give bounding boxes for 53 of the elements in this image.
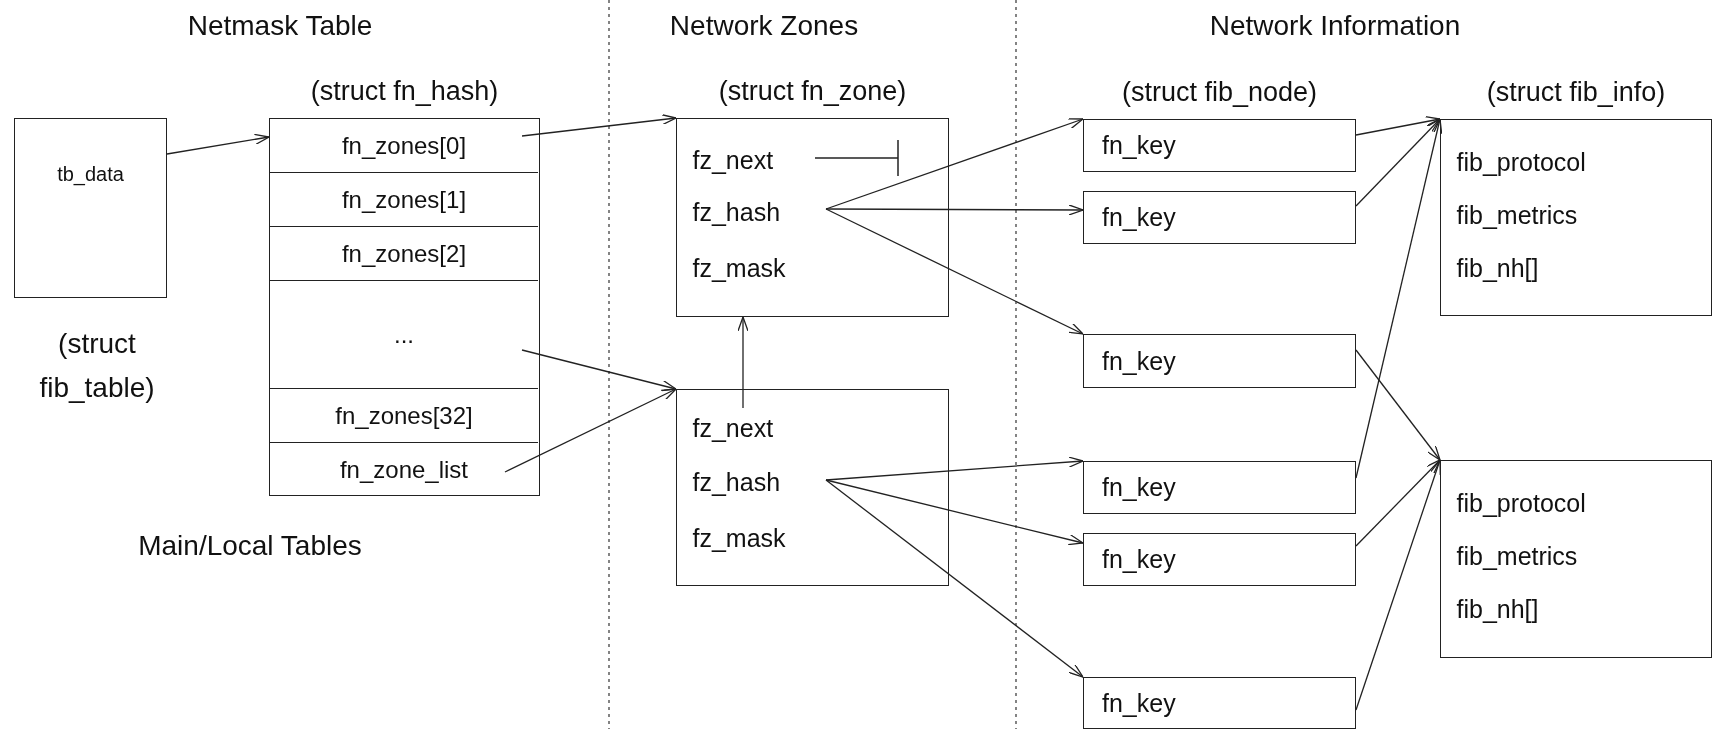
pointer-arrow — [825, 118, 1084, 210]
pointer-arrow — [521, 114, 677, 137]
pointer-arrow — [1355, 118, 1443, 479]
struct-heading: (struct fib_node) — [1120, 77, 1319, 109]
pointer-arrow — [825, 456, 1084, 481]
field-row: ... — [270, 281, 538, 389]
struct-box: tb_data — [14, 118, 167, 298]
field-name: fz_mask — [692, 514, 829, 562]
pointer-arrow — [737, 316, 749, 409]
field-name: fib_metrics — [1456, 192, 1657, 238]
field-name: fib_metrics — [1456, 533, 1657, 580]
pointer-arrow — [1355, 118, 1441, 207]
field-name: fz_next — [692, 404, 829, 452]
pointer-arrow — [825, 208, 1084, 335]
pointer-arrow — [825, 479, 1084, 546]
pointer-arrow — [1355, 459, 1441, 547]
field-row: fn_zones[1] — [270, 173, 538, 227]
section-title: Netmask Table — [186, 10, 374, 42]
struct-box: fn_key — [1083, 119, 1356, 172]
pointer-arrow — [825, 204, 1084, 216]
pointer-arrow — [1355, 349, 1441, 461]
field-name: fib_protocol — [1456, 480, 1657, 526]
field-name: fib_nh[] — [1456, 586, 1657, 633]
struct-box — [676, 389, 949, 586]
struct-heading: (struct fib_info) — [1485, 77, 1667, 109]
field-name: fz_next — [692, 136, 829, 185]
section-title: Network Information — [1208, 10, 1462, 42]
pointer-arrow — [504, 388, 677, 473]
struct-box: fn_key — [1083, 191, 1356, 244]
field-name: fz_mask — [692, 244, 829, 293]
pointer-arrow — [1355, 459, 1441, 711]
field-row: fn_zone_list — [270, 443, 518, 497]
struct-box — [1440, 460, 1712, 658]
field-name: fib_protocol — [1456, 139, 1657, 185]
field-name: fz_hash — [692, 459, 829, 505]
struct-box: fn_key — [1083, 677, 1356, 729]
field-name: fz_hash — [692, 189, 829, 235]
struct-box: fn_key — [1083, 533, 1356, 586]
section-title: Main/Local Tables — [137, 530, 363, 562]
pointer-arrow — [825, 479, 1084, 678]
struct-box: fn_key — [1083, 461, 1356, 514]
pointer-arrow — [1355, 116, 1441, 136]
field-name: fib_nh[] — [1456, 245, 1657, 292]
pointer-arrow — [166, 133, 270, 155]
struct-heading: (struct fn_zone) — [717, 76, 908, 108]
struct-heading: (struct fn_hash) — [309, 76, 500, 108]
section-title: Network Zones — [668, 10, 860, 42]
field-row: fn_zones[2] — [270, 227, 538, 281]
field-row: fn_zones[32] — [270, 389, 538, 443]
field-row: fn_zones[0] — [270, 119, 538, 173]
struct-caption: (struct fib_table) — [38, 327, 156, 405]
pointer-arrow — [521, 349, 677, 392]
struct-box: fn_key — [1083, 334, 1356, 388]
